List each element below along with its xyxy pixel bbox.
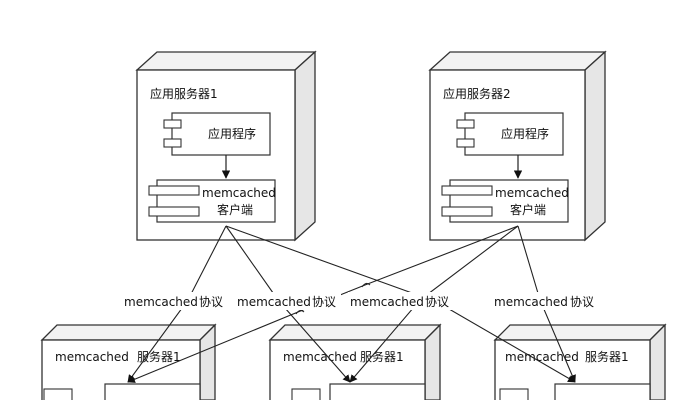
protocol-label-4-suffix: 协议 — [570, 294, 594, 309]
app-server-2-app-label: 应用程序 — [501, 126, 549, 141]
memcached-server-node-3: memcached 服务器1 — [493, 323, 667, 400]
app-server-1-client-component: memcached 客户端 — [148, 179, 276, 223]
app-server-2-node: 应用服务器2 应用程序 memcached 客户端 — [428, 50, 607, 242]
protocol-label-4-word: memcached — [494, 295, 568, 309]
protocol-label-1-word: memcached — [124, 295, 198, 309]
app-server-2-client-component: memcached 客户端 — [441, 179, 569, 223]
app-server-2-title: 应用服务器2 — [443, 86, 511, 101]
app-server-2-application-component: 应用程序 — [456, 112, 564, 156]
protocol-label-2: memcached 协议 — [235, 292, 341, 310]
protocol-label-1-suffix: 协议 — [199, 294, 223, 309]
app-server-1-client-line2: 客户端 — [217, 202, 253, 217]
protocol-label-4: memcached 协议 — [492, 292, 604, 310]
memcached-server-node-1: memcached 服务器1 — [40, 323, 217, 400]
memcached-server-1-title-right: 服务器1 — [137, 349, 181, 364]
protocol-label-3-word: memcached — [350, 295, 424, 309]
memcached-server-1-title-left: memcached — [55, 350, 129, 364]
app-server-2-client-line1: memcached — [495, 186, 569, 200]
memcached-server-3-title-right: 服务器1 — [585, 349, 629, 364]
protocol-label-1: memcached 协议 — [121, 292, 233, 310]
memcached-server-3-title-left: memcached — [505, 350, 579, 364]
app-server-1-title: 应用服务器1 — [150, 86, 218, 101]
memcached-server-2-title-right: 服务器1 — [360, 349, 404, 364]
app-server-1-node: 应用服务器1 应用程序 memcached 客户端 — [135, 50, 317, 242]
protocol-label-3: memcached 协议 — [348, 292, 456, 310]
protocol-label-2-word: memcached — [237, 295, 311, 309]
memcached-server-node-2: memcached 服务器1 — [268, 323, 442, 400]
app-server-1-application-component: 应用程序 — [163, 112, 271, 156]
app-server-1-app-label: 应用程序 — [208, 126, 256, 141]
protocol-label-3-suffix: 协议 — [425, 294, 449, 309]
protocol-label-2-suffix: 协议 — [312, 294, 336, 309]
memcached-server-2-title-left: memcached — [283, 350, 357, 364]
app-server-1-client-line1: memcached — [202, 186, 276, 200]
app-server-2-client-line2: 客户端 — [510, 202, 546, 217]
